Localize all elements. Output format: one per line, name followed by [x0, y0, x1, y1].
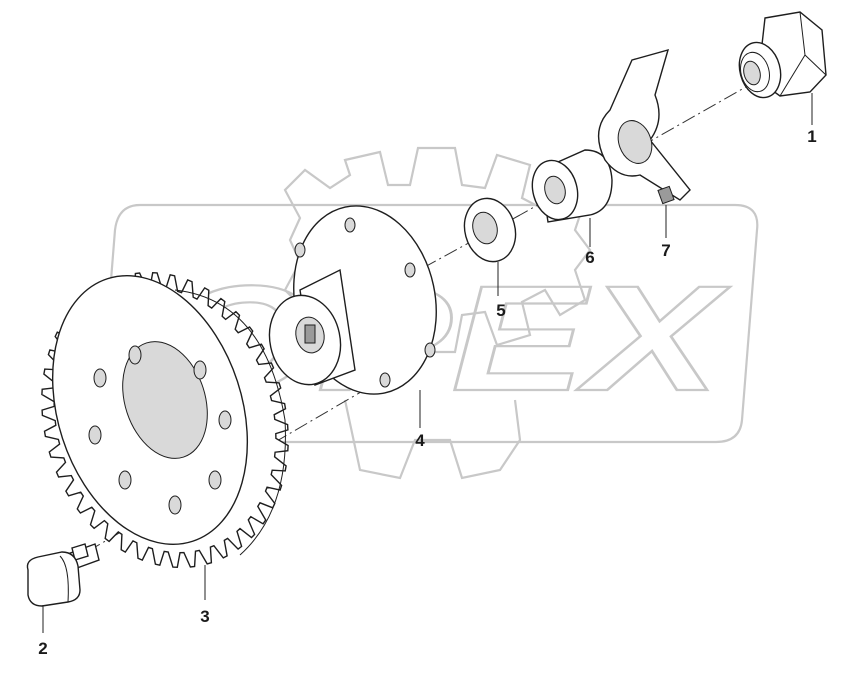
callout-4: 4 [415, 431, 425, 450]
gear-part-3 [41, 271, 289, 569]
callout-7: 7 [661, 241, 670, 260]
gear-bolt-holes [88, 345, 232, 515]
callout-leaders [42, 93, 813, 633]
plug-part-1 [738, 11, 827, 99]
lockplate-part-7 [597, 48, 691, 205]
callout-labels: 1 2 3 4 5 6 7 [38, 127, 816, 658]
callout-5: 5 [496, 301, 505, 320]
washer-part-5 [463, 197, 517, 263]
watermark-frame [98, 203, 759, 444]
callout-6: 6 [585, 248, 594, 267]
hub-part-4 [268, 205, 437, 395]
hub-bolt-holes [294, 217, 436, 388]
callout-2: 2 [38, 639, 47, 658]
nut-part-6 [531, 149, 613, 223]
bolt-part-2 [26, 543, 100, 607]
callout-1: 1 [807, 127, 816, 146]
callout-3: 3 [200, 607, 209, 626]
